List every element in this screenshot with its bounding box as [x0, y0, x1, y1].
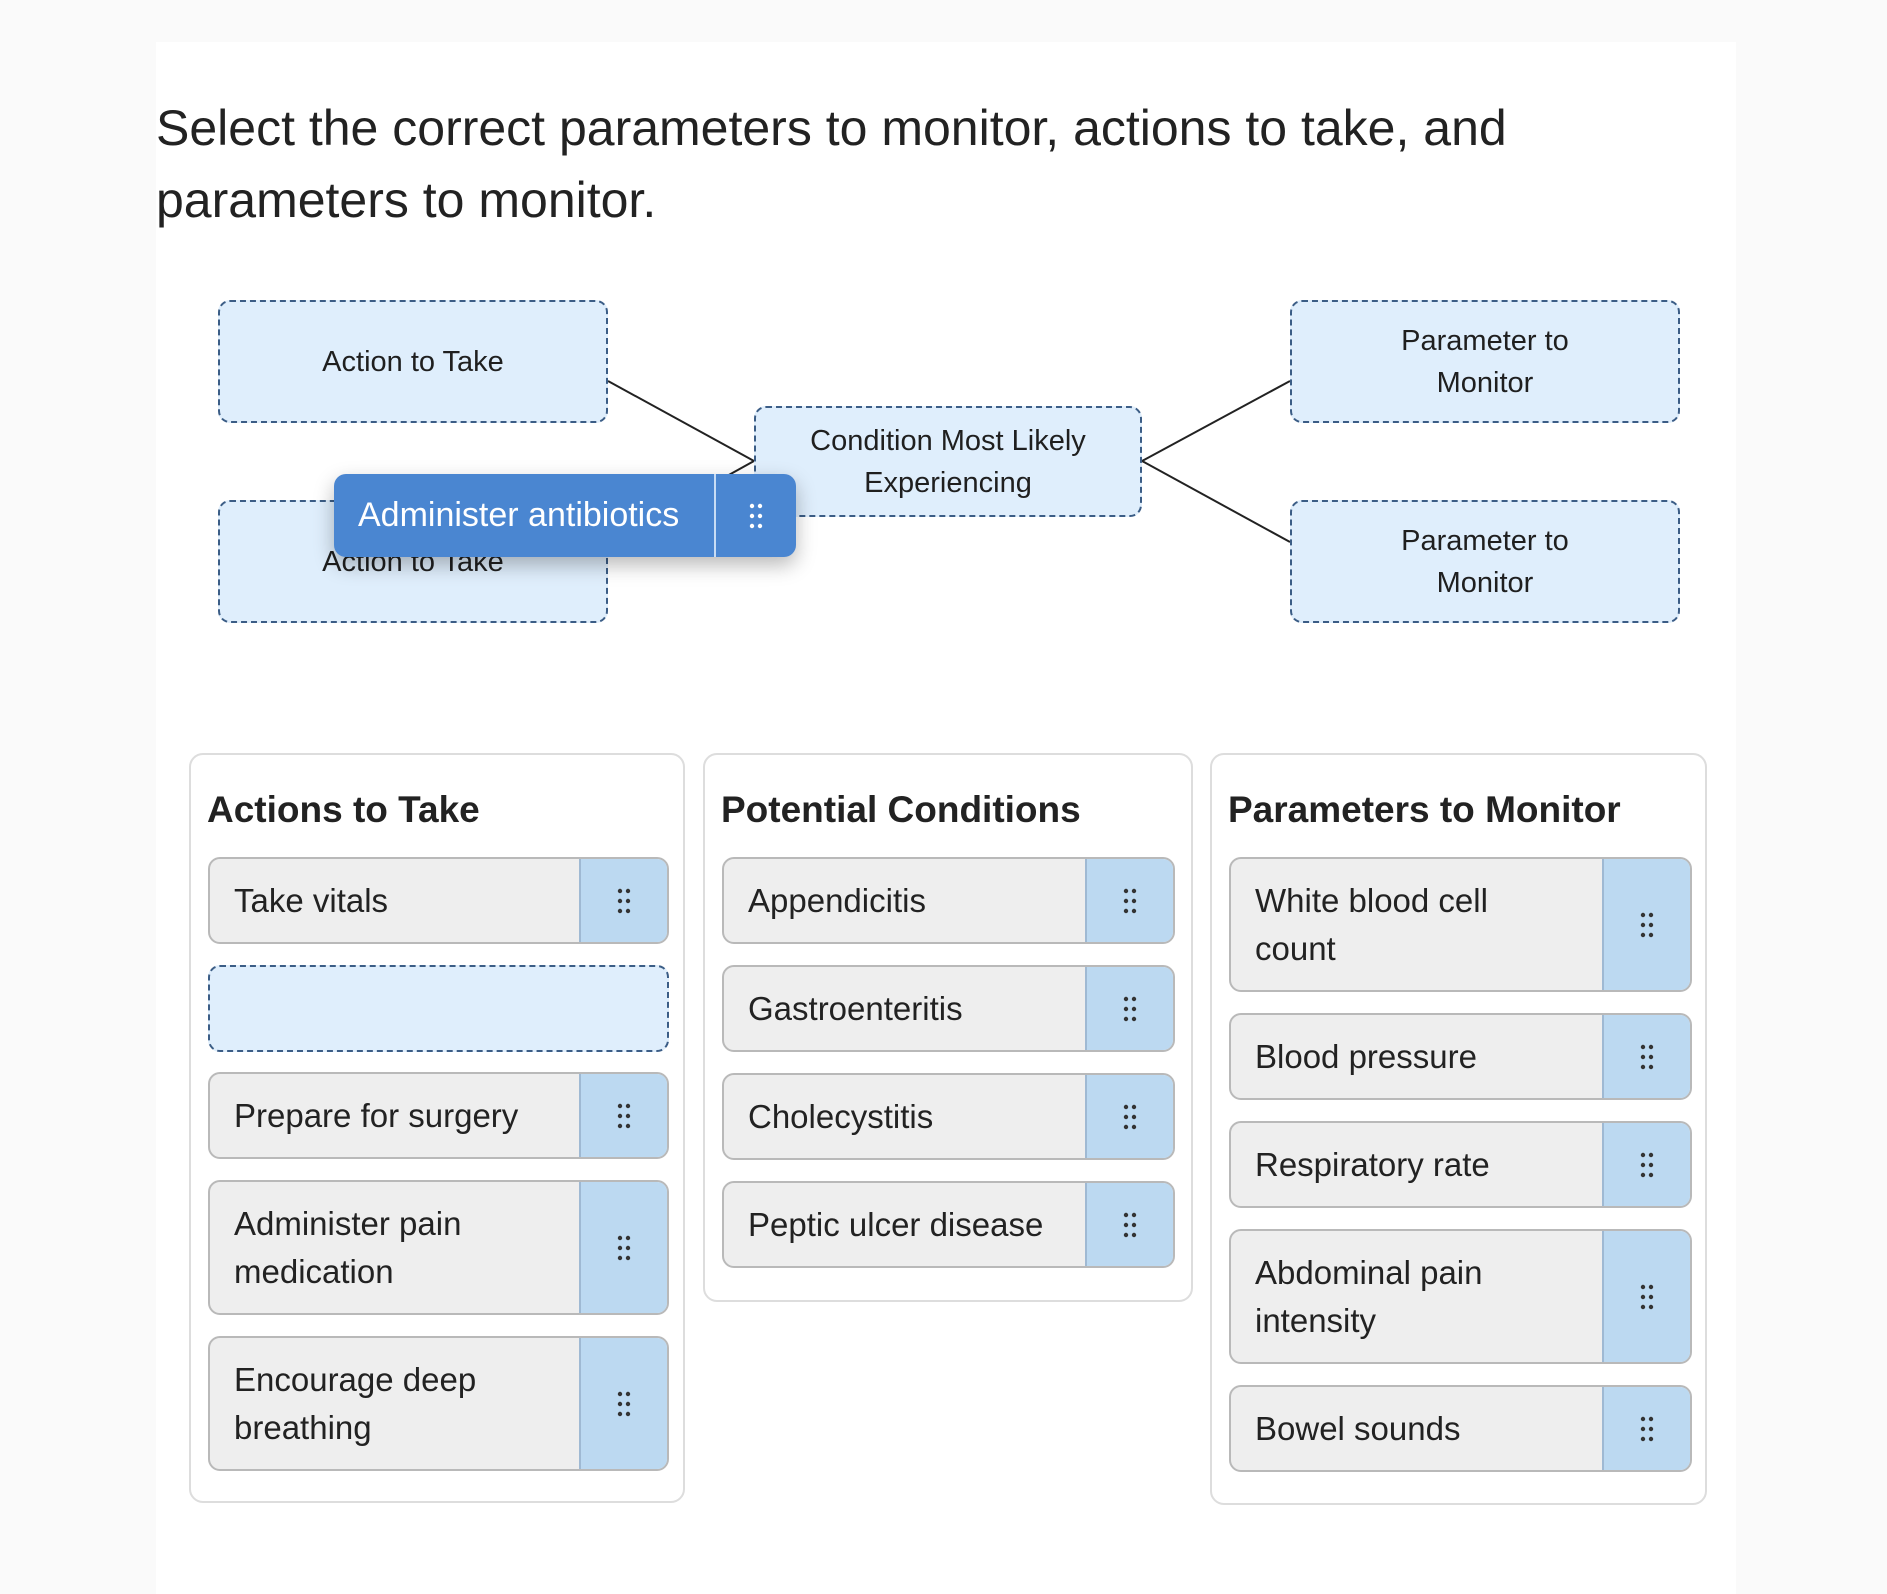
drop-zone-label: Parameter to Monitor	[1401, 324, 1569, 399]
item-label: Take vitals	[234, 881, 389, 919]
draggable-item-respiratory-rate[interactable]: Respiratory rate	[1229, 1121, 1692, 1208]
drop-zone-action-1[interactable]: Action to Take	[218, 300, 608, 423]
drag-handle-icon[interactable]	[1085, 859, 1173, 942]
item-label: Administer pain medication	[234, 1204, 462, 1290]
drag-handle-icon[interactable]	[1085, 967, 1173, 1050]
item-label: Respiratory rate	[1255, 1145, 1490, 1183]
draggable-item-gastroenteritis[interactable]: Gastroenteritis	[722, 965, 1175, 1052]
drop-zone-parameter-1[interactable]: Parameter to Monitor	[1290, 300, 1680, 423]
drag-handle-icon[interactable]	[1602, 1123, 1690, 1206]
dragging-item-administer-antibiotics[interactable]: Administer antibiotics	[334, 474, 796, 557]
drag-handle-icon[interactable]	[579, 1338, 667, 1469]
drag-handle-icon[interactable]	[579, 1074, 667, 1157]
draggable-item-prepare-for-surgery[interactable]: Prepare for surgery	[208, 1072, 669, 1159]
item-label: Gastroenteritis	[748, 989, 963, 1027]
drop-zone-label: Action to Take	[322, 345, 504, 378]
question-prompt: Select the correct parameters to monitor…	[156, 100, 1507, 228]
empty-slot	[208, 965, 669, 1052]
item-label: Appendicitis	[748, 881, 926, 919]
drag-handle-icon[interactable]	[579, 859, 667, 942]
connector-param1	[1141, 380, 1291, 462]
panel-potential-conditions: Potential Conditions Appendicitis Gastro…	[703, 753, 1193, 1302]
item-label: White blood cell count	[1255, 881, 1488, 967]
panel-title: Potential Conditions	[721, 789, 1081, 830]
draggable-item-cholecystitis[interactable]: Cholecystitis	[722, 1073, 1175, 1160]
draggable-item-abdominal-pain-intensity[interactable]: Abdominal pain intensity	[1229, 1229, 1692, 1364]
panel-title: Parameters to Monitor	[1228, 789, 1621, 830]
drop-zone-label: Condition Most Likely Experiencing	[810, 424, 1086, 499]
item-label: Encourage deep breathing	[234, 1360, 477, 1446]
drag-handle-icon[interactable]	[1602, 859, 1690, 990]
item-label: Abdominal pain intensity	[1255, 1253, 1483, 1339]
panel-title: Actions to Take	[207, 789, 480, 830]
drag-handle-icon[interactable]	[714, 474, 796, 557]
item-label: Blood pressure	[1255, 1037, 1477, 1075]
drop-zone-condition[interactable]: Condition Most Likely Experiencing	[754, 406, 1142, 517]
drag-handle-icon[interactable]	[1602, 1231, 1690, 1362]
dragging-item-label: Administer antibiotics	[358, 496, 680, 534]
draggable-item-appendicitis[interactable]: Appendicitis	[722, 857, 1175, 944]
draggable-item-bowel-sounds[interactable]: Bowel sounds	[1229, 1385, 1692, 1472]
connector-action1	[607, 380, 755, 462]
panel-parameters-to-monitor: Parameters to Monitor White blood cell c…	[1210, 753, 1707, 1505]
connector-param2	[1141, 460, 1291, 543]
panel-actions-to-take: Actions to Take Take vitals Prepare for …	[189, 753, 685, 1503]
draggable-item-blood-pressure[interactable]: Blood pressure	[1229, 1013, 1692, 1100]
drag-handle-icon[interactable]	[1085, 1183, 1173, 1266]
draggable-item-peptic-ulcer-disease[interactable]: Peptic ulcer disease	[722, 1181, 1175, 1268]
drop-zone-parameter-2[interactable]: Parameter to Monitor	[1290, 500, 1680, 623]
item-label: Peptic ulcer disease	[748, 1205, 1044, 1243]
item-label: Bowel sounds	[1255, 1409, 1461, 1447]
drag-handle-icon[interactable]	[1602, 1387, 1690, 1470]
drag-handle-icon[interactable]	[1085, 1075, 1173, 1158]
item-label: Prepare for surgery	[234, 1096, 519, 1134]
item-label: Cholecystitis	[748, 1097, 934, 1135]
drag-handle-icon[interactable]	[579, 1182, 667, 1313]
draggable-item-take-vitals[interactable]: Take vitals	[208, 857, 669, 944]
draggable-item-white-blood-cell-count[interactable]: White blood cell count	[1229, 857, 1692, 992]
draggable-item-encourage-deep-breathing[interactable]: Encourage deep breathing	[208, 1336, 669, 1471]
draggable-item-administer-pain-medication[interactable]: Administer pain medication	[208, 1180, 669, 1315]
drag-handle-icon[interactable]	[1602, 1015, 1690, 1098]
drop-zone-label: Parameter to Monitor	[1401, 524, 1569, 599]
